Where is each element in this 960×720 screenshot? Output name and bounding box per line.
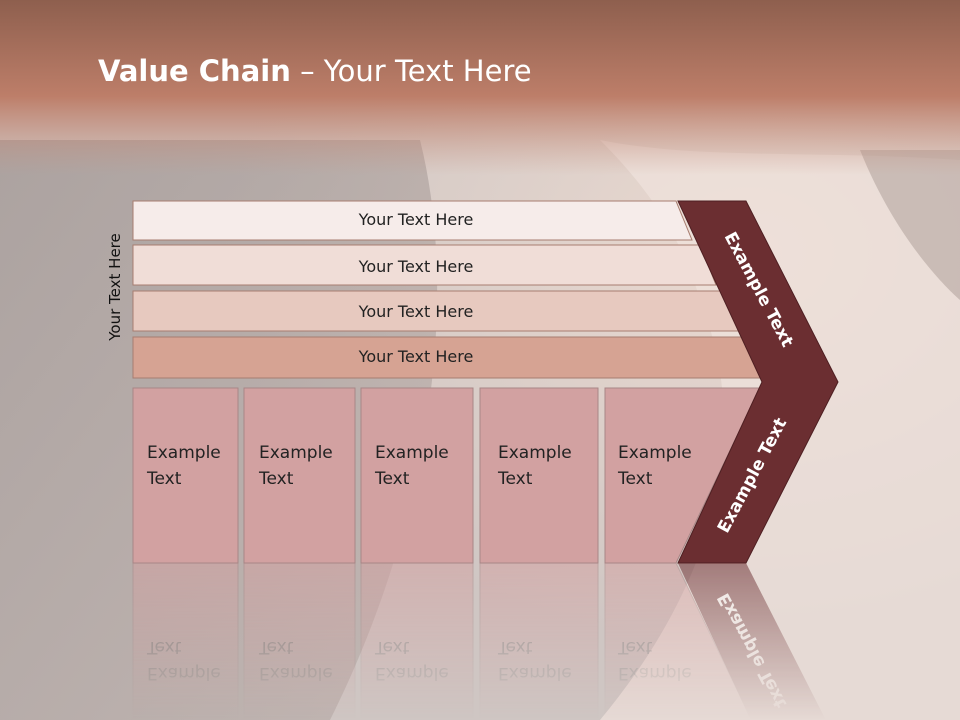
activity-box-2-line1: Example (259, 443, 333, 463)
activity-box-1: Example Text (132, 387, 239, 564)
activity-box-2: Example Text (243, 387, 356, 564)
activity-box-5: Example Text (604, 387, 761, 564)
activity-box-1-line2: Text (146, 469, 182, 489)
reflection-box-4-line2: Text (497, 637, 533, 657)
activity-box-4-line2: Text (497, 469, 533, 489)
activity-box-3-line2: Text (374, 469, 410, 489)
support-row-1: Your Text Here (132, 200, 693, 241)
support-row-3-label: Your Text Here (358, 302, 474, 321)
support-row-2: Your Text Here (132, 244, 717, 286)
reflection-box-5-line2: Text (617, 637, 653, 657)
reflection-box-3-line1: Example (375, 663, 449, 683)
title-bold: Value Chain (98, 54, 291, 88)
support-row-4: Your Text Here (132, 336, 763, 379)
reflection-box-3-line2: Text (374, 637, 410, 657)
reflection-box-2-line1: Example (259, 663, 333, 683)
activity-box-1-line1: Example (147, 443, 221, 463)
reflection-box-2-line2: Text (258, 637, 294, 657)
reflection-box-5-line1: Example (618, 663, 692, 683)
reflection-box-1-line1: Example (147, 663, 221, 683)
activity-box-5-line2: Text (617, 469, 653, 489)
diagram-reflection: Example Text Example Text Example Text E… (132, 562, 826, 720)
support-row-3: Your Text Here (132, 290, 740, 332)
support-row-4-label: Your Text Here (358, 347, 474, 366)
activity-box-3: Example Text (360, 387, 474, 564)
activity-box-5-line1: Example (618, 443, 692, 463)
support-row-1-label: Your Text Here (358, 210, 474, 229)
reflection-box-1-line2: Text (146, 637, 182, 657)
activity-box-4-line1: Example (498, 443, 572, 463)
reflection-box-4-line1: Example (498, 663, 572, 683)
title-rest: – Your Text Here (290, 54, 532, 88)
support-row-2-label: Your Text Here (358, 257, 474, 276)
activity-box-4: Example Text (479, 387, 599, 564)
slide-title: Value Chain – Your Text Here (98, 54, 532, 88)
activity-box-3-line1: Example (375, 443, 449, 463)
activity-box-2-line2: Text (258, 469, 294, 489)
